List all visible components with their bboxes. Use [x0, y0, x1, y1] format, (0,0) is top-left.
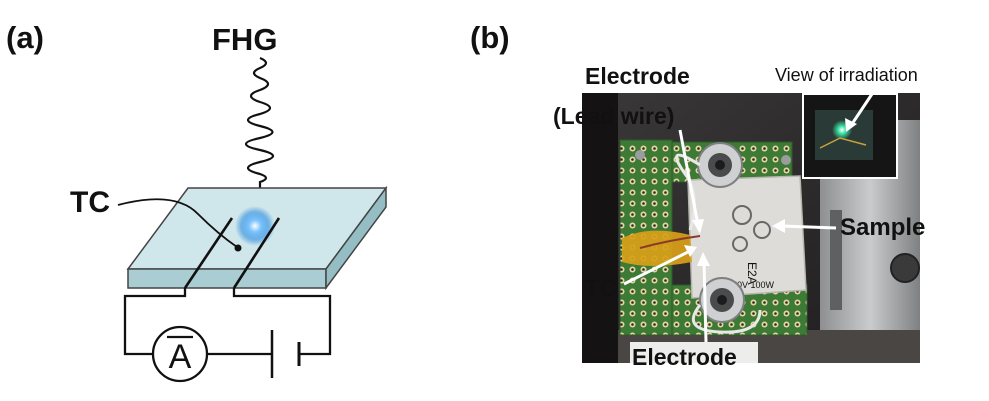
ammeter-symbol: A	[169, 338, 192, 376]
tc-pointer-b	[623, 250, 689, 286]
board-engraving: 50V 100W	[732, 280, 775, 290]
circuit-wire-left	[123, 288, 187, 356]
electrode-top-pointer	[678, 129, 700, 226]
sample-engraving: E2A	[745, 262, 759, 285]
panel-b: (b) E2A 50V 100W	[470, 20, 925, 370]
knob-icon	[890, 253, 920, 283]
lead-wire-bottom	[691, 304, 762, 334]
tc-point	[234, 244, 242, 252]
kapton-tape	[622, 230, 692, 266]
photo-dark-edge	[582, 93, 618, 363]
inset-pointer-arrowhead-icon	[845, 118, 857, 132]
sample-ring-2	[753, 221, 771, 239]
slab-side-face	[325, 185, 387, 291]
sample-arrowhead-icon	[772, 219, 785, 233]
irradiation-spot	[235, 206, 275, 246]
sample-ring-1	[732, 205, 752, 225]
inset-pointer-line	[850, 87, 878, 125]
electrode-right-line	[232, 217, 281, 289]
fhg-beam-wave-icon	[244, 56, 275, 192]
sample-ring-3	[732, 236, 748, 252]
tc-label-a: TC	[70, 186, 110, 219]
sample-label: Sample	[840, 214, 925, 241]
thermocouple-wire	[639, 235, 701, 249]
tc-arrowhead-b-icon	[684, 245, 697, 257]
panel-b-label: (b)	[470, 20, 510, 55]
tc-pointer-line	[117, 198, 238, 248]
electrode-bottom-arrowhead-icon	[697, 252, 710, 266]
electrode-top-label-line2: (Lead wire)	[553, 103, 674, 129]
inset-caption: View of irradiation	[775, 65, 918, 85]
electrode-top-arrowhead-icon	[692, 219, 704, 234]
slab-front-face	[127, 268, 327, 289]
metal-frame-slot	[830, 210, 842, 310]
electrode-left-line	[183, 217, 234, 289]
tc-label-b: TC	[585, 275, 617, 302]
circuit-wire-right	[232, 288, 332, 356]
small-screw-2-icon	[781, 155, 791, 165]
electrode-top-label-line1: Electrode	[585, 63, 690, 89]
battery-icon	[270, 330, 301, 378]
panel-a-label: (a)	[6, 20, 44, 55]
ammeter-icon: A	[151, 325, 209, 383]
screw-bottom-icon	[699, 277, 745, 323]
beam-label: FHG	[212, 22, 277, 57]
screw-top-icon	[697, 142, 743, 188]
electrode-bottom-pointer	[702, 261, 708, 343]
electrode-bottom-label: Electrode	[632, 344, 737, 370]
electrode-bottom-label-bg	[630, 342, 758, 370]
small-screw-1-icon	[635, 150, 645, 160]
sample-pointer	[781, 224, 837, 230]
inset-view	[802, 93, 898, 179]
panel-a: (a) FHG TC A	[6, 20, 388, 383]
